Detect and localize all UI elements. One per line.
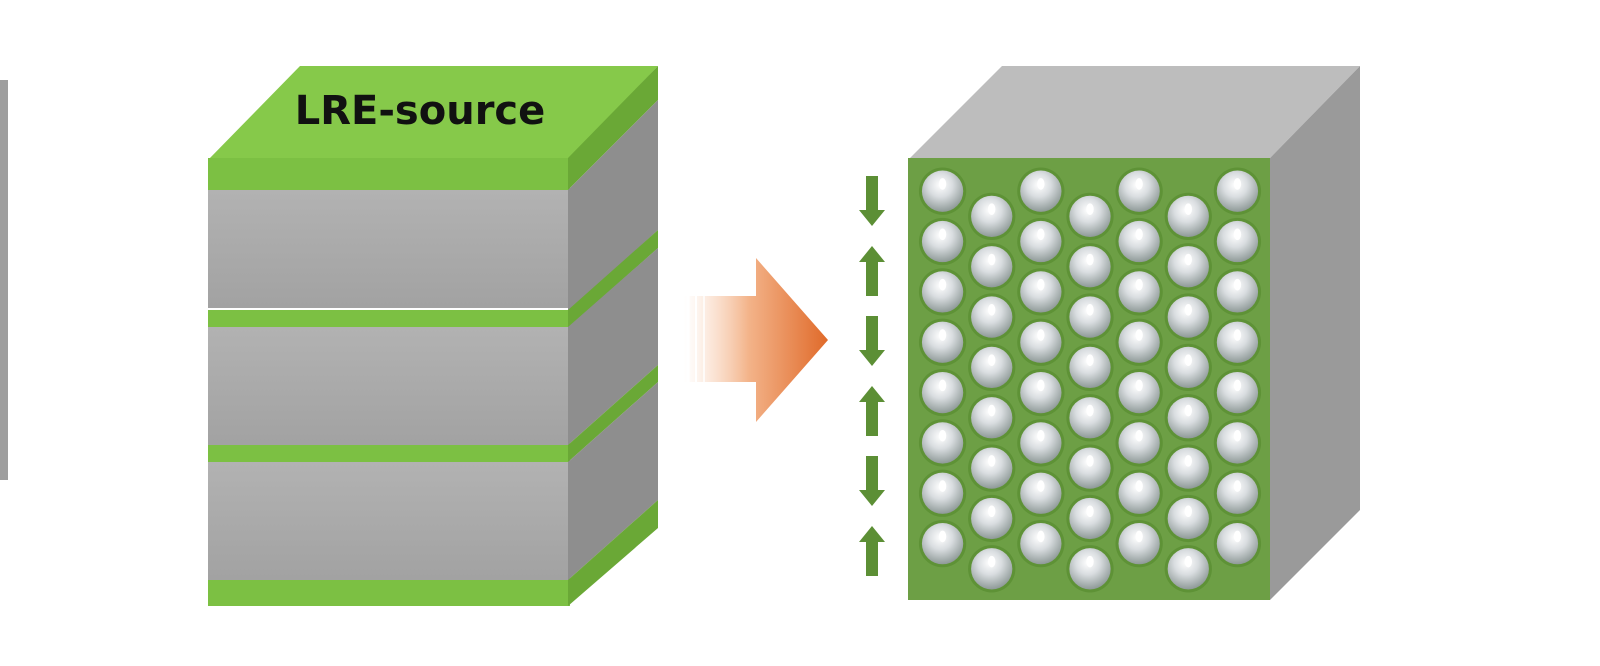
bubble-cell bbox=[1066, 394, 1114, 442]
bubble-cell bbox=[1164, 192, 1212, 240]
bubble-cell bbox=[1115, 419, 1163, 467]
bubble-cell bbox=[918, 268, 967, 316]
bubble-cell bbox=[1017, 419, 1065, 467]
bubble-cell bbox=[1213, 318, 1262, 366]
bubble-cell bbox=[1115, 368, 1163, 417]
bubble-cell bbox=[1066, 494, 1114, 543]
arrow-down-icon bbox=[859, 176, 885, 226]
stack-top-slab-side bbox=[568, 66, 658, 190]
bubble-cell bbox=[1213, 520, 1262, 568]
stack-layer-1-side bbox=[568, 100, 658, 312]
result-block bbox=[908, 66, 1360, 600]
left-edge-block bbox=[0, 80, 8, 480]
bubble-cell bbox=[1017, 368, 1065, 417]
bubble-cell bbox=[1164, 494, 1212, 543]
lre-source-label: LRE-source bbox=[294, 88, 546, 134]
arrow-down-icon bbox=[859, 456, 885, 506]
bubble-cell bbox=[1164, 545, 1212, 593]
stack-separator-2-side bbox=[568, 365, 658, 462]
bubble-cell bbox=[1066, 444, 1114, 492]
bubble-cell bbox=[1164, 293, 1212, 341]
bubble-cell bbox=[1066, 293, 1114, 341]
stack-separator-2 bbox=[208, 445, 570, 462]
bubble-cell bbox=[968, 394, 1016, 442]
bubble-cell bbox=[1213, 268, 1262, 316]
stack-layer-1-front bbox=[208, 190, 570, 308]
stack-separator-1 bbox=[208, 310, 570, 327]
source-stack bbox=[208, 66, 658, 606]
stack-bottom-slab bbox=[208, 580, 570, 606]
stack-top-face bbox=[208, 66, 658, 160]
bubble-cell bbox=[918, 469, 967, 517]
stack-layer-2-front bbox=[208, 327, 570, 445]
bubble-cell bbox=[1066, 192, 1114, 240]
bubble-cell bbox=[968, 545, 1016, 593]
bubble-cell bbox=[918, 167, 967, 215]
bubble-cell bbox=[1066, 243, 1114, 291]
bubble-cell bbox=[968, 444, 1016, 492]
bubble-cell bbox=[1017, 520, 1065, 568]
bubble-cell bbox=[1164, 243, 1212, 291]
bubble-grid bbox=[918, 167, 1262, 593]
bubble-cell bbox=[1115, 520, 1163, 568]
bubble-cell bbox=[1213, 368, 1262, 417]
bubble-cell bbox=[968, 343, 1016, 392]
bubble-cell bbox=[918, 318, 967, 366]
bubble-cell bbox=[1115, 469, 1163, 517]
bubble-cell bbox=[968, 192, 1016, 240]
arrow-up-icon bbox=[859, 386, 885, 436]
stack-layer-3-side bbox=[568, 382, 658, 580]
bubble-cell bbox=[1213, 217, 1262, 266]
bubble-cell bbox=[1066, 545, 1114, 593]
arrow-down-icon bbox=[859, 316, 885, 366]
stack-layer-3-front bbox=[208, 462, 570, 580]
bubble-cell bbox=[1115, 167, 1163, 215]
arrow-up-icon bbox=[859, 246, 885, 296]
block-top-face bbox=[910, 66, 1360, 158]
stack-bottom-slab-side bbox=[568, 500, 658, 606]
stack-layer-2-side bbox=[568, 248, 658, 445]
bubble-cell bbox=[1115, 268, 1163, 316]
bubble-cell bbox=[1017, 167, 1065, 215]
bubble-cell bbox=[1115, 217, 1163, 266]
bubble-cell bbox=[1213, 419, 1262, 467]
bubble-cell bbox=[918, 419, 967, 467]
bubble-cell bbox=[1164, 343, 1212, 392]
bubble-cell bbox=[1213, 167, 1262, 215]
bubble-cell bbox=[1213, 469, 1262, 517]
bubble-cell bbox=[1017, 469, 1065, 517]
bubble-cell bbox=[918, 368, 967, 417]
bubble-cell bbox=[968, 243, 1016, 291]
bubble-cell bbox=[1066, 343, 1114, 392]
bubble-cell bbox=[1017, 318, 1065, 366]
bubble-cell bbox=[1017, 217, 1065, 266]
arrow-shape bbox=[684, 258, 828, 422]
bubble-cell bbox=[1017, 268, 1065, 316]
arrow-up-icon bbox=[859, 526, 885, 576]
bubble-cell bbox=[1164, 394, 1212, 442]
bubble-cell bbox=[1164, 444, 1212, 492]
stack-top-slab-front bbox=[208, 158, 570, 190]
bubble-cell bbox=[1115, 318, 1163, 366]
bubble-cell bbox=[968, 494, 1016, 543]
bubble-cell bbox=[918, 217, 967, 266]
bubble-cell bbox=[918, 520, 967, 568]
stack-separator-1-side bbox=[568, 230, 658, 328]
side-arrows bbox=[859, 176, 885, 576]
block-side-face bbox=[1270, 66, 1360, 600]
bubble-cell bbox=[968, 293, 1016, 341]
process-arrow bbox=[684, 258, 828, 422]
